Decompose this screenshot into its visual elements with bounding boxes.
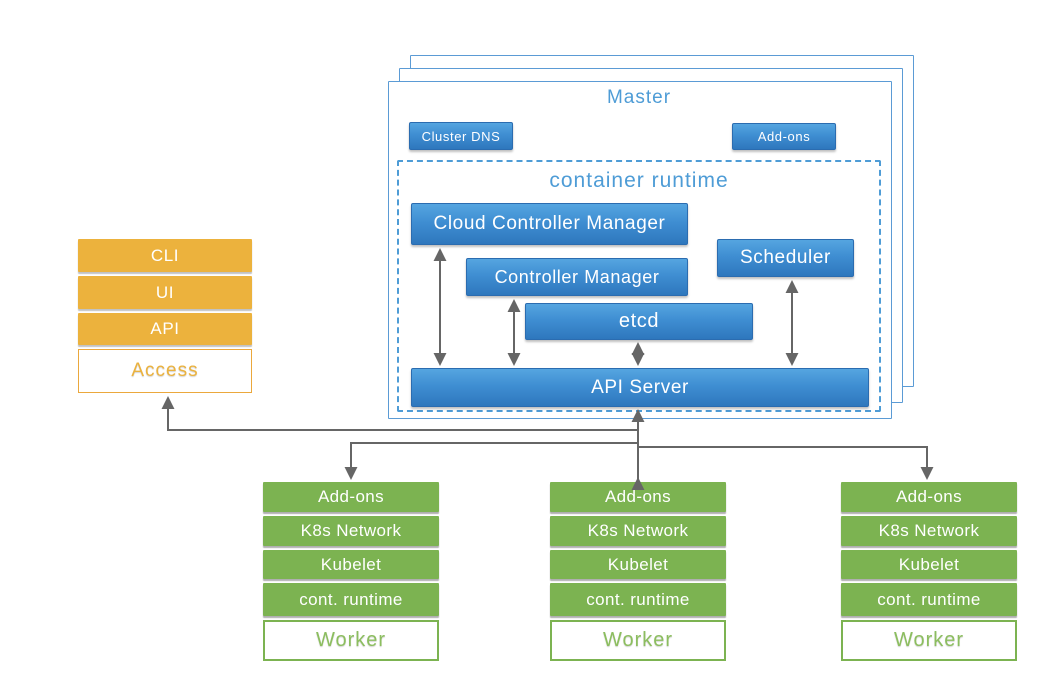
worker2-k8s-network-box: K8s Network	[550, 516, 726, 546]
etcd-box: etcd	[525, 303, 753, 340]
cluster-dns-box: Cluster DNS	[409, 122, 513, 150]
ui-box: UI	[78, 276, 252, 309]
access-title: Access	[78, 349, 252, 393]
access-stack: CLI UI API Access	[78, 239, 252, 393]
scheduler-box: Scheduler	[717, 239, 854, 277]
worker1-k8s-network-box: K8s Network	[263, 516, 439, 546]
connector-api-server-worker-3	[638, 446, 934, 480]
worker3-title: Worker	[841, 620, 1017, 661]
worker3-k8s-network-box: K8s Network	[841, 516, 1017, 546]
worker1-addons-box: Add-ons	[263, 482, 439, 512]
worker3-cont-runtime-box: cont. runtime	[841, 583, 1017, 616]
container-runtime-title: container runtime	[549, 169, 729, 192]
cloud-controller-manager-box: Cloud Controller Manager	[411, 203, 688, 245]
worker2-cont-runtime-box: cont. runtime	[550, 583, 726, 616]
worker2-title: Worker	[550, 620, 726, 661]
api-box: API	[78, 313, 252, 345]
worker1-kubelet-box: Kubelet	[263, 550, 439, 579]
connector-api-server-worker-1	[344, 442, 638, 480]
worker3-addons-box: Add-ons	[841, 482, 1017, 512]
cli-box: CLI	[78, 239, 252, 272]
worker3-kubelet-box: Kubelet	[841, 550, 1017, 579]
worker-node-2: Add-ons K8s Network Kubelet cont. runtim…	[550, 482, 726, 661]
master-title: Master	[606, 87, 672, 108]
master-addons-box: Add-ons	[732, 123, 836, 150]
worker2-addons-box: Add-ons	[550, 482, 726, 512]
worker1-title: Worker	[263, 620, 439, 661]
worker2-kubelet-box: Kubelet	[550, 550, 726, 579]
worker-node-1: Add-ons K8s Network Kubelet cont. runtim…	[263, 482, 439, 661]
worker1-cont-runtime-box: cont. runtime	[263, 583, 439, 616]
controller-manager-box: Controller Manager	[466, 258, 688, 296]
api-server-box: API Server	[411, 368, 869, 407]
worker-node-3: Add-ons K8s Network Kubelet cont. runtim…	[841, 482, 1017, 661]
